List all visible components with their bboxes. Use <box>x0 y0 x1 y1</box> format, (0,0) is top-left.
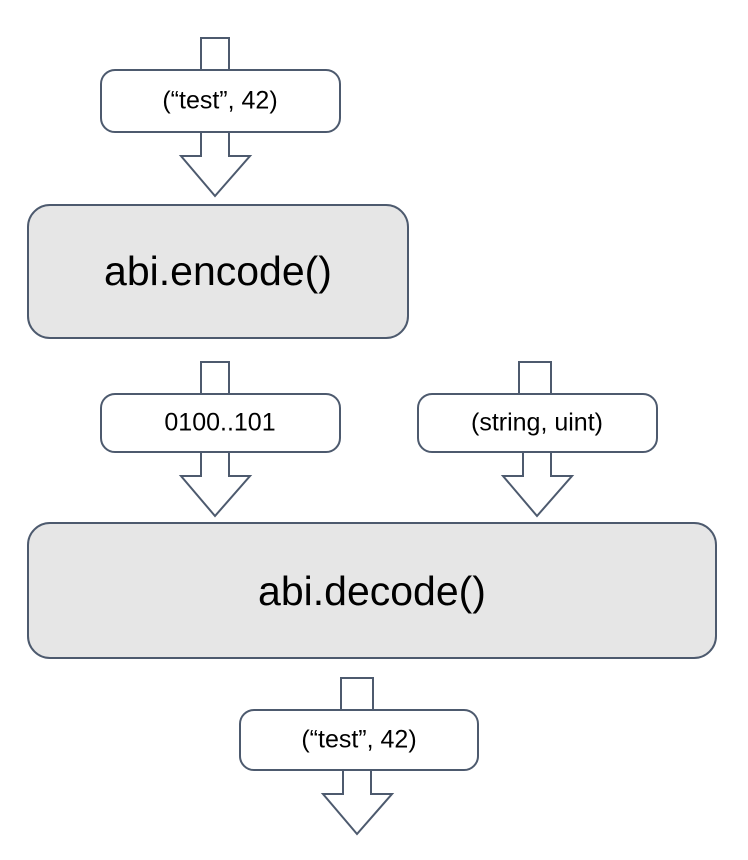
node-abi-decode[interactable] <box>27 522 717 659</box>
node-encoded-bytes-label: 0100..101 <box>164 409 275 437</box>
arrow-output-downstream <box>320 769 395 836</box>
arrow-encoded-to-decode <box>178 451 253 518</box>
node-output-tuple-label: (“test”, 42) <box>301 726 416 754</box>
node-input-tuple-label: (“test”, 42) <box>162 87 277 115</box>
node-abi-encode-label: abi.encode() <box>104 248 332 294</box>
node-abi-decode-label: abi.decode() <box>258 568 486 614</box>
node-abi-encode[interactable] <box>27 204 409 339</box>
arrow-types-to-decode <box>500 451 575 518</box>
node-type-signature-label: (string, uint) <box>471 409 603 437</box>
arrow-input-to-encode <box>178 131 253 198</box>
